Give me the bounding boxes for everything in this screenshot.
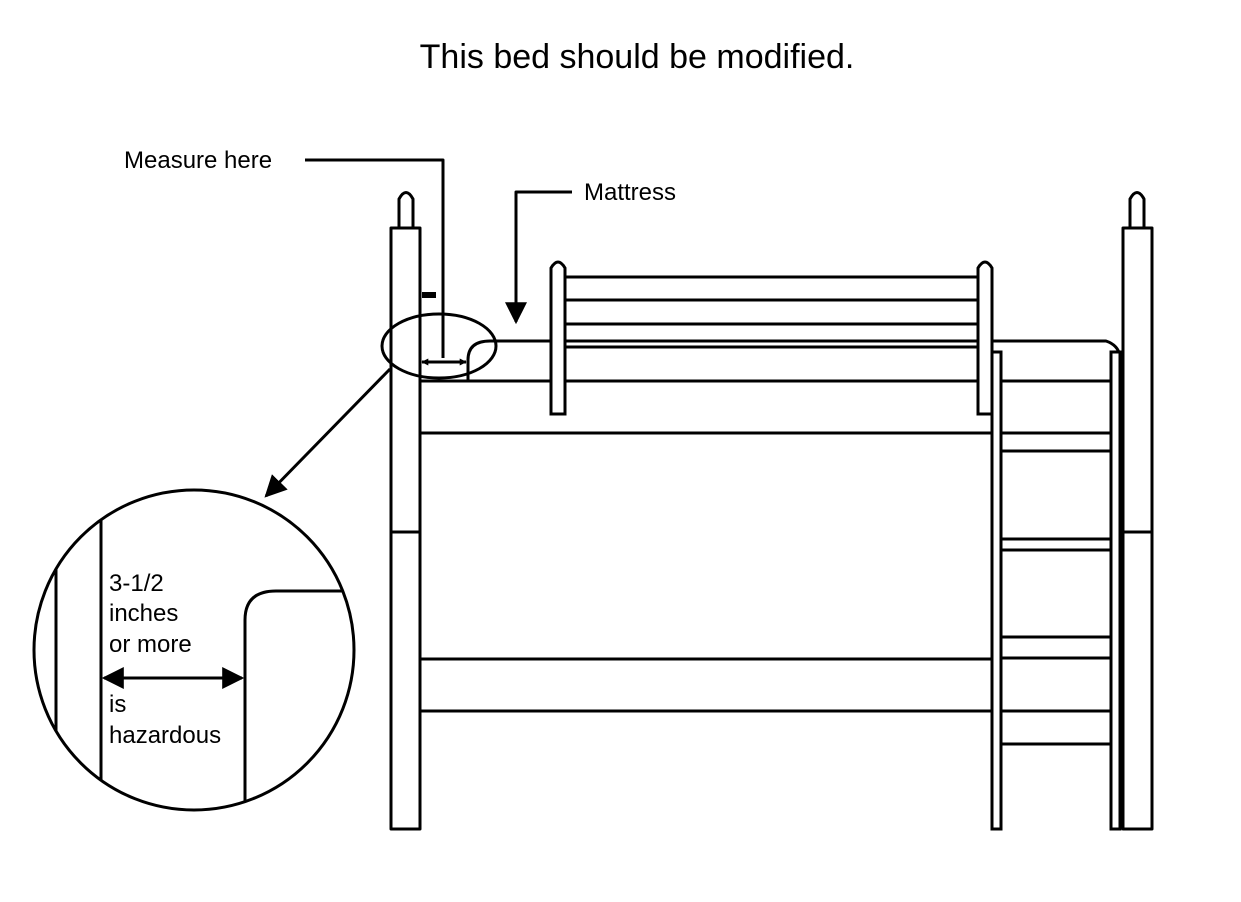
upper-bunk (420, 339, 1123, 435)
mattress-pointer-arrow (505, 190, 572, 325)
diagram-title: This bed should be modified. (420, 38, 855, 76)
lower-bunk (420, 657, 992, 713)
ladder (990, 350, 1122, 831)
detail-text-line-4: is (109, 691, 126, 718)
right-post (1121, 191, 1154, 831)
zoom-pointer-arrow (264, 367, 392, 498)
mattress-label: Mattress (584, 179, 676, 206)
detail-text-line-3: or more (109, 631, 192, 658)
measure-here-label: Measure here (124, 147, 272, 174)
measure-here-callout: Measure here (124, 147, 498, 498)
left-post (389, 191, 436, 831)
zoom-detail-circle (32, 488, 356, 812)
zoom-detail: 3-1/2 inches or more is hazardous (32, 488, 356, 812)
guard-rail (549, 260, 994, 416)
detail-text-line-1: 3-1/2 (109, 570, 164, 597)
detail-text-line-5: hazardous (109, 722, 221, 749)
mattress-callout: Mattress (505, 179, 676, 325)
detail-text-line-2: inches (109, 600, 178, 627)
gap-highlight-ellipse (380, 312, 498, 380)
